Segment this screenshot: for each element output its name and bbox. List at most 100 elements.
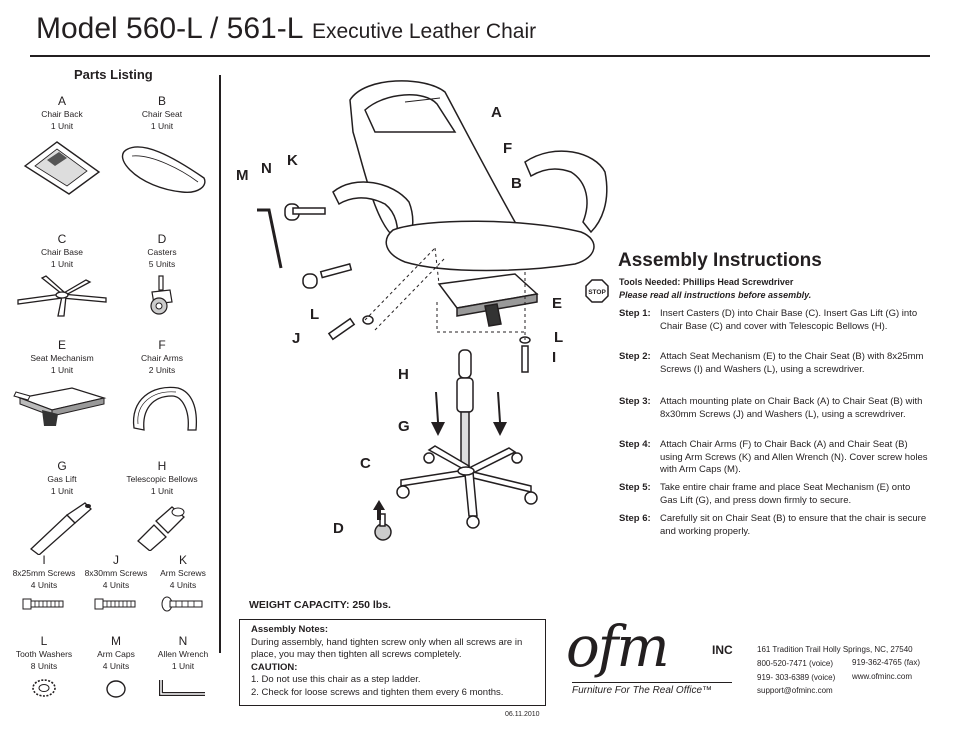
- part-letter: H: [157, 459, 167, 473]
- part-name: Chair Seat: [141, 109, 183, 119]
- callout-f: F: [503, 140, 513, 157]
- part-qty: 4 Units: [102, 580, 130, 590]
- logo-tagline: Furniture For The Real Office™: [572, 685, 713, 696]
- callout-l-right: L: [554, 329, 564, 346]
- chair-back-icon: [23, 141, 101, 195]
- caution-heading: CAUTION:: [251, 661, 298, 673]
- part-letter: F: [158, 338, 166, 352]
- assembly-heading: Assembly Instructions: [618, 250, 822, 271]
- part-letter: A: [57, 94, 66, 108]
- part-item: K Arm Screws 4 Units: [128, 553, 238, 613]
- step-label: Step 4:: [619, 439, 651, 450]
- part-qty: 4 Units: [102, 661, 130, 671]
- callout-a: A: [491, 104, 502, 121]
- part-item: E Seat Mechanism 1 Unit: [7, 338, 117, 432]
- part-qty: 5 Units: [148, 259, 176, 269]
- assembly-step: Step 3: Attach mounting plate on Chair B…: [619, 396, 929, 421]
- step-label: Step 5:: [619, 482, 651, 493]
- notes-body: During assembly, hand tighten screw only…: [251, 636, 523, 661]
- company-fax: 919-362-4765 (fax): [852, 658, 921, 667]
- logo-divider: [572, 682, 732, 683]
- stop-sign-text: STOP: [588, 289, 606, 296]
- part-item: D Casters 5 Units: [107, 232, 217, 318]
- chair-seat-icon: [121, 146, 206, 193]
- chair-base-icon: [17, 275, 107, 317]
- callout-b: B: [511, 175, 522, 192]
- part-letter: B: [157, 94, 166, 108]
- callout-h: H: [398, 366, 409, 383]
- stop-sign-icon: STOP: [585, 279, 609, 303]
- part-qty: 1 Unit: [50, 259, 74, 269]
- part-letter: N: [178, 634, 188, 648]
- part-name: Telescopic Bellows: [126, 474, 198, 484]
- part-qty: 8 Units: [30, 661, 58, 671]
- step-text: Insert Casters (D) into Chair Base (C). …: [660, 308, 918, 332]
- part-name: Chair Back: [41, 109, 83, 119]
- company-website: www.ofminc.com: [852, 672, 913, 681]
- part-name: Seat Mechanism: [30, 353, 94, 363]
- assembly-step: Step 4: Attach Chair Arms (F) to Chair B…: [619, 439, 929, 477]
- step-text: Attach Seat Mechanism (E) to the Chair S…: [660, 351, 924, 375]
- notes-heading: Assembly Notes:: [251, 624, 329, 635]
- part-letter: J: [113, 553, 119, 567]
- assembly-notes-box: Assembly Notes: During assembly, hand ti…: [239, 619, 546, 706]
- gas-lift-icon: [29, 502, 92, 555]
- caution-item: 2. Check for loose screws and tighten th…: [251, 686, 504, 698]
- part-name: 8x25mm Screws: [12, 568, 76, 578]
- callout-i: I: [552, 349, 557, 366]
- bellows-icon: [137, 506, 185, 551]
- part-name: Arm Caps: [97, 649, 135, 659]
- callout-j: J: [292, 330, 301, 347]
- part-item: A Chair Back 1 Unit: [7, 94, 117, 196]
- part-name: 8x30mm Screws: [84, 568, 148, 578]
- callout-e: E: [552, 295, 563, 312]
- step-text: Attach Chair Arms (F) to Chair Back (A) …: [660, 439, 928, 475]
- step-text: Attach mounting plate on Chair Back (A) …: [660, 396, 923, 420]
- part-qty: 1 Unit: [50, 365, 74, 375]
- arm-cap-icon: [106, 680, 126, 698]
- callout-c: C: [360, 455, 371, 472]
- part-qty: 1 Unit: [50, 486, 74, 496]
- callout-k: K: [287, 152, 298, 169]
- company-phone-2: 919- 303-6389 (voice): [757, 673, 836, 682]
- part-qty: 1 Unit: [150, 121, 174, 131]
- logo-inc: INC: [712, 643, 733, 657]
- caution-item: 1. Do not use this chair as a step ladde…: [251, 674, 421, 685]
- part-item: N Allen Wrench 1 Unit: [128, 634, 238, 700]
- assembly-step: Step 2: Attach Seat Mechanism (E) to the…: [619, 351, 929, 376]
- part-letter: G: [57, 459, 67, 473]
- parts-listing-heading: Parts Listing: [74, 67, 153, 82]
- part-qty: 2 Units: [148, 365, 176, 375]
- step-label: Step 1:: [619, 308, 651, 319]
- part-qty: 4 Units: [30, 580, 58, 590]
- callout-m: M: [236, 167, 249, 184]
- part-name: Arm Screws: [160, 568, 206, 578]
- part-qty: 1 Unit: [50, 121, 74, 131]
- assembly-step: Step 5: Take entire chair frame and plac…: [619, 482, 929, 507]
- part-item: I 8x25mm Screws 4 Units: [0, 553, 99, 613]
- step-label: Step 2:: [619, 351, 651, 362]
- part-item: H Telescopic Bellows 1 Unit: [107, 459, 217, 551]
- screw-icon: [94, 598, 136, 610]
- part-letter: I: [42, 553, 46, 567]
- step-label: Step 6:: [619, 513, 651, 524]
- part-letter: D: [157, 232, 167, 246]
- title-divider: [30, 55, 930, 57]
- part-item: J 8x30mm Screws 4 Units: [61, 553, 171, 613]
- allen-wrench-icon: [159, 680, 205, 696]
- part-letter: C: [57, 232, 67, 246]
- page-subtitle: Executive Leather Chair: [312, 20, 537, 43]
- part-name: Tooth Washers: [15, 649, 73, 659]
- part-item: G Gas Lift 1 Unit: [7, 459, 117, 555]
- callout-g: G: [398, 418, 410, 435]
- weight-capacity: WEIGHT CAPACITY: 250 lbs.: [249, 599, 391, 611]
- page-title: Model 560-L / 561-L: [36, 12, 304, 45]
- part-qty: 1 Unit: [171, 661, 195, 671]
- read-all-note: Please read all instructions before asse…: [619, 290, 812, 300]
- part-letter: L: [40, 634, 48, 648]
- washer-icon: [32, 679, 56, 697]
- caster-icon: [150, 275, 173, 315]
- part-qty: 1 Unit: [150, 486, 174, 496]
- company-phone: 800-520-7471 (voice): [757, 659, 834, 668]
- document-date: 06.11.2010: [505, 711, 540, 718]
